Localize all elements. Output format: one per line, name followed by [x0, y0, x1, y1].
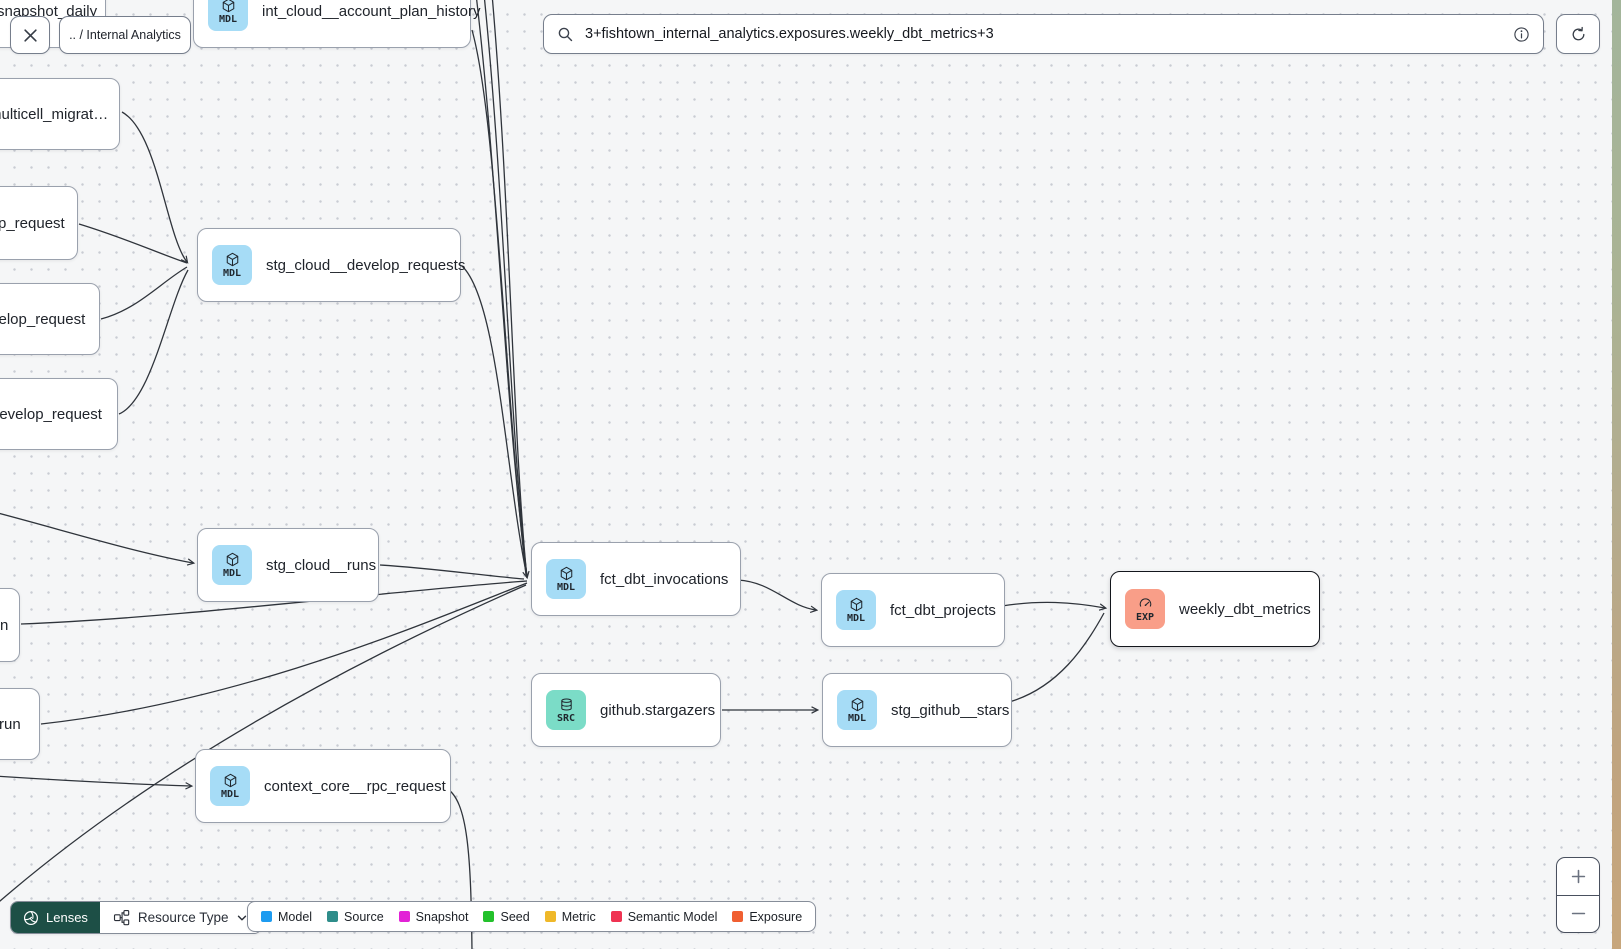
gauge-icon: [1139, 597, 1151, 607]
cube-icon: [226, 552, 238, 566]
zoom-out-button[interactable]: [1557, 896, 1599, 933]
legend-item-snapshot: Snapshot: [398, 910, 468, 924]
minus-icon: [1571, 912, 1585, 915]
node-stg-github-stars[interactable]: MDL stg_github__stars: [822, 673, 1012, 747]
lenses-button[interactable]: Lenses: [11, 902, 100, 933]
resource-type-icon: [113, 909, 130, 926]
legend-swatch: [610, 911, 622, 922]
legend-swatch: [483, 911, 495, 922]
cube-icon: [222, 0, 234, 12]
legend-swatch: [261, 911, 272, 922]
lenses-icon: [23, 910, 39, 925]
node-stg-cloud-develop-requests[interactable]: MDL stg_cloud__develop_requests: [197, 228, 465, 302]
node-context-core-rpc-request[interactable]: MDL context_core__rpc_request: [195, 749, 451, 823]
resource-type-legend: Model Source Snapshot Seed Metric Semant…: [247, 901, 817, 932]
chevron-down-icon: [238, 915, 247, 920]
close-button[interactable]: [10, 16, 50, 54]
cube-icon: [226, 252, 238, 266]
zoom-controls: [1556, 857, 1600, 933]
refresh-button[interactable]: [1556, 14, 1600, 54]
legend-item-model: Model: [261, 910, 312, 924]
search-bar[interactable]: [543, 14, 1544, 54]
model-badge: MDL: [837, 690, 877, 730]
node-develop-request[interactable]: MDL develop_request: [0, 378, 118, 450]
legend-swatch: [732, 911, 744, 922]
cube-icon: [851, 697, 863, 711]
search-icon: [558, 27, 573, 41]
node-fct-dbt-projects[interactable]: MDL fct_dbt_projects: [821, 573, 1005, 647]
breadcrumb-label: .. / Internal Analytics: [69, 28, 181, 42]
cube-icon: [850, 597, 862, 611]
info-icon[interactable]: [1513, 26, 1530, 43]
cube-icon: [560, 566, 572, 580]
exposure-badge: EXP: [1125, 589, 1165, 629]
legend-item-semantic-model: Semantic Model: [610, 910, 717, 924]
node-fct-dbt-invocations[interactable]: MDL fct_dbt_invocations: [531, 542, 741, 616]
node-velop-request[interactable]: MDL velop_request: [0, 283, 100, 355]
model-badge: MDL: [836, 590, 876, 630]
node-weekly-dbt-metrics[interactable]: EXP weekly_dbt_metrics: [1110, 571, 1320, 647]
legend-item-exposure: Exposure: [732, 910, 802, 924]
close-icon: [23, 28, 37, 42]
source-badge: SRC: [546, 690, 586, 730]
cube-icon: [224, 773, 236, 787]
node-github-stargazers[interactable]: SRC github.stargazers: [531, 673, 721, 747]
node-n-cutoff[interactable]: MDL n: [0, 588, 20, 662]
lenses-control: Lenses Resource Type: [10, 901, 263, 934]
node-run-cutoff[interactable]: MDL run: [0, 688, 40, 760]
model-badge: MDL: [208, 0, 248, 31]
model-badge: MDL: [546, 559, 586, 599]
legend-item-source: Source: [327, 910, 384, 924]
resource-type-label: Resource Type: [137, 910, 229, 925]
breadcrumb[interactable]: .. / Internal Analytics: [59, 16, 191, 54]
window-edge-strip: [1612, 0, 1621, 949]
node-multicell-migrat[interactable]: MDL multicell_migrat…: [0, 78, 120, 150]
search-input[interactable]: [583, 25, 1500, 43]
node-int-cloud-account-plan-history[interactable]: MDL int_cloud__account_plan_history: [193, 0, 481, 48]
legend-item-metric: Metric: [544, 910, 596, 924]
plus-icon: [1571, 869, 1585, 883]
model-badge: MDL: [212, 545, 252, 585]
legend-item-seed: Seed: [483, 910, 530, 924]
node-stg-cloud-runs[interactable]: MDL stg_cloud__runs: [197, 528, 379, 602]
database-icon: [560, 697, 572, 711]
zoom-in-button[interactable]: [1557, 858, 1599, 896]
node-p-request[interactable]: MDL p_request: [0, 186, 78, 260]
lenses-label: Lenses: [46, 910, 88, 925]
model-badge: MDL: [210, 766, 250, 806]
model-badge: MDL: [212, 245, 252, 285]
resource-type-button[interactable]: Resource Type: [99, 902, 262, 933]
legend-swatch: [398, 911, 410, 922]
refresh-icon: [1572, 26, 1584, 40]
legend-swatch: [544, 911, 556, 922]
legend-swatch: [327, 911, 339, 922]
